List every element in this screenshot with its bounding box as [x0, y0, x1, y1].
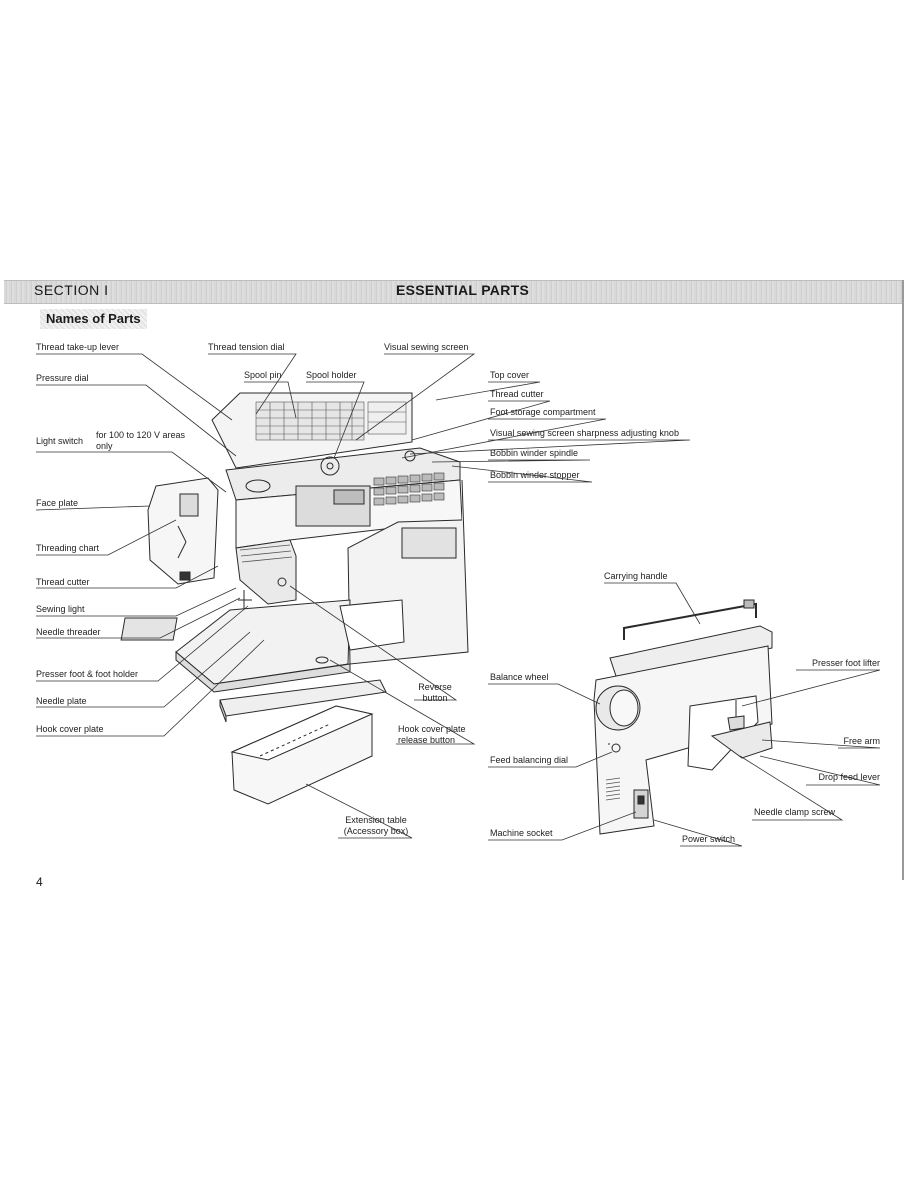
- label-visual-sewing-screen: Visual sewing screen: [384, 342, 469, 352]
- label-free-arm: Free arm: [843, 736, 880, 746]
- page-subtitle: Names of Parts: [46, 311, 141, 326]
- label-reverse-button: Reverse button: [418, 682, 452, 703]
- label-spool-pin: Spool pin: [244, 370, 282, 380]
- label-carrying-handle: Carrying handle: [604, 571, 668, 581]
- label-foot-storage: Foot storage compartment: [490, 407, 596, 417]
- label-needle-plate: Needle plate: [36, 696, 87, 706]
- subtitle-box: Names of Parts: [40, 309, 147, 329]
- label-top-cover: Top cover: [490, 370, 530, 380]
- label-threading-chart: Threading chart: [36, 543, 100, 553]
- label-bobbin-winder-spindle: Bobbin winder spindle: [490, 448, 579, 458]
- label-balance-wheel: Balance wheel: [490, 672, 549, 682]
- section-number: SECTION I: [34, 282, 109, 298]
- label-thread-cutter-left: Thread cutter: [36, 577, 90, 587]
- section-banner: [4, 280, 904, 304]
- label-thread-takeup-lever: Thread take-up lever: [36, 342, 120, 352]
- label-presser-foot-lifter: Presser foot lifter: [811, 658, 880, 668]
- label-thread-tension-dial: Thread tension dial: [208, 342, 285, 352]
- label-needle-clamp-screw: Needle clamp screw: [754, 807, 836, 817]
- label-power-switch: Power switch: [682, 834, 736, 844]
- label-machine-socket: Machine socket: [490, 828, 553, 838]
- label-light-switch-note: for 100 to 120 V areas only: [96, 430, 186, 451]
- page-edge-rule: [902, 280, 904, 880]
- label-light-switch: Light switch: [36, 436, 84, 446]
- label-hook-cover-plate: Hook cover plate: [36, 724, 104, 734]
- section-title: ESSENTIAL PARTS: [396, 282, 530, 298]
- label-pressure-dial: Pressure dial: [36, 373, 89, 383]
- label-thread-cutter-top: Thread cutter: [490, 389, 544, 399]
- label-presser-foot-holder: Presser foot & foot holder: [36, 669, 139, 679]
- sewing-machine-drawing: [120, 392, 469, 805]
- label-hook-cover-release: Hook cover plate release button: [398, 724, 466, 745]
- machine-side-view-drawing: [593, 599, 773, 835]
- label-extension-table: Extension table (Accessory box): [343, 815, 409, 836]
- label-drop-feed-lever: Drop feed lever: [818, 772, 880, 782]
- label-sewing-light: Sewing light: [36, 604, 85, 614]
- label-feed-balancing-dial: Feed balancing dial: [490, 755, 569, 765]
- label-bobbin-winder-stopper: Bobbin winder stopper: [490, 470, 580, 480]
- label-spool-holder: Spool holder: [306, 370, 357, 380]
- label-face-plate: Face plate: [36, 498, 79, 508]
- label-needle-threader: Needle threader: [36, 627, 101, 637]
- label-sharpness-knob: Visual sewing screen sharpness adjusting…: [490, 428, 679, 438]
- page-number: 4: [36, 875, 43, 889]
